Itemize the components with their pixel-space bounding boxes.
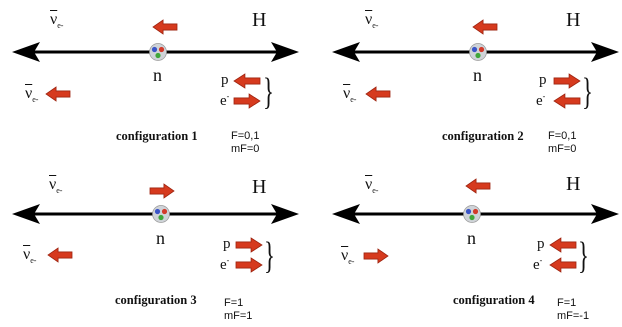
antineutrino-spin-arrow bbox=[47, 247, 73, 263]
proton-spin-arrow bbox=[553, 73, 581, 89]
configuration-panel-2: νe- H n νe- p e- } configuration 2 F=0,1… bbox=[320, 0, 622, 163]
antineutrino-label-top: νe- bbox=[365, 176, 379, 195]
spin-arrow-right bbox=[363, 248, 389, 264]
proton-spin-arrow bbox=[233, 73, 261, 89]
f-value: F=0,1 bbox=[548, 130, 577, 142]
spin-arrow-left bbox=[45, 86, 71, 102]
configuration-title: configuration 2 bbox=[442, 129, 524, 143]
hydrogen-label: H bbox=[566, 9, 581, 31]
electron-spin-arrow bbox=[553, 93, 581, 109]
antineutrino-spin-arrow bbox=[45, 86, 71, 102]
antineutrino-label-top: νe- bbox=[365, 11, 379, 30]
neutron-label: n bbox=[153, 65, 162, 85]
spin-arrow-left bbox=[553, 93, 581, 109]
proton-label: p bbox=[221, 72, 229, 88]
hydrogen-label: H bbox=[252, 176, 267, 198]
neutron-spin-arrow bbox=[472, 19, 498, 35]
brace: } bbox=[582, 71, 593, 113]
antineutrino-spin-arrow bbox=[363, 248, 389, 264]
f-value: F=1 bbox=[557, 297, 577, 309]
electron-spin-arrow bbox=[233, 93, 261, 109]
spin-arrow-left bbox=[365, 86, 391, 102]
panel-graphics bbox=[12, 183, 299, 273]
hydrogen-label: H bbox=[252, 9, 267, 31]
antineutrino-label-bottom: νe- bbox=[23, 246, 37, 265]
neutron-label: n bbox=[467, 228, 476, 248]
proton-spin-arrow bbox=[235, 237, 263, 253]
proton-label: p bbox=[223, 236, 231, 252]
neutron-icon bbox=[463, 205, 481, 223]
proton-label: p bbox=[537, 236, 545, 252]
mf-value: mF=1 bbox=[224, 310, 253, 322]
spin-arrow-right bbox=[233, 93, 261, 109]
neutron-spin-arrow bbox=[152, 19, 178, 35]
brace: } bbox=[578, 235, 589, 277]
configuration-title: configuration 4 bbox=[453, 293, 535, 307]
brace: } bbox=[264, 235, 275, 277]
proton-spin-arrow bbox=[549, 237, 577, 253]
antineutrino-spin-arrow bbox=[365, 86, 391, 102]
panel-graphics bbox=[332, 178, 619, 273]
antineutrino-label-bottom: νe- bbox=[25, 85, 39, 104]
spin-arrow-left bbox=[549, 257, 577, 273]
electron-label: e- bbox=[536, 92, 546, 109]
spin-arrow-left bbox=[47, 247, 73, 263]
spin-arrow-right bbox=[553, 73, 581, 89]
electron-label: e- bbox=[220, 256, 230, 273]
hydrogen-label: H bbox=[566, 173, 581, 195]
neutron-icon bbox=[469, 43, 487, 61]
electron-label: e- bbox=[220, 92, 230, 109]
antineutrino-label-bottom: νe- bbox=[341, 247, 355, 266]
brace: } bbox=[263, 71, 274, 113]
spin-arrow-left bbox=[472, 19, 498, 35]
mf-value: mF=-1 bbox=[557, 310, 590, 322]
spin-arrow-right bbox=[235, 237, 263, 253]
f-value: F=1 bbox=[224, 297, 244, 309]
neutron-icon bbox=[152, 205, 170, 223]
spin-arrow-right bbox=[149, 183, 175, 199]
spin-arrow-left bbox=[465, 178, 491, 194]
panel-graphics bbox=[12, 19, 299, 109]
electron-spin-arrow bbox=[235, 257, 263, 273]
proton-label: p bbox=[539, 72, 547, 88]
electron-label: e- bbox=[533, 256, 543, 273]
configuration-panel-4: νe- H n νe- p e- } configuration 4 F=1 m… bbox=[320, 164, 622, 327]
configuration-panel-1: νe- H n νe- p e- } configuration 1 F=0,1… bbox=[0, 0, 311, 163]
antineutrino-label-top: νe- bbox=[50, 11, 64, 30]
mf-value: mF=0 bbox=[548, 143, 577, 155]
spin-arrow-right bbox=[235, 257, 263, 273]
neutron-icon bbox=[149, 43, 167, 61]
spin-arrow-left bbox=[549, 237, 577, 253]
antineutrino-label-top: νe- bbox=[49, 176, 63, 195]
neutron-label: n bbox=[156, 228, 165, 248]
neutron-label: n bbox=[473, 65, 482, 85]
configuration-panel-3: νe- H n νe- p e- } configuration 3 F=1 m… bbox=[0, 164, 311, 327]
neutron-spin-arrow bbox=[465, 178, 491, 194]
f-value: F=0,1 bbox=[231, 130, 260, 142]
panel-graphics bbox=[332, 19, 619, 109]
configuration-title: configuration 1 bbox=[116, 129, 198, 143]
configuration-title: configuration 3 bbox=[115, 293, 197, 307]
spin-arrow-left bbox=[233, 73, 261, 89]
mf-value: mF=0 bbox=[231, 143, 260, 155]
spin-arrow-left bbox=[152, 19, 178, 35]
antineutrino-label-bottom: νe- bbox=[343, 85, 357, 104]
electron-spin-arrow bbox=[549, 257, 577, 273]
neutron-spin-arrow bbox=[149, 183, 175, 199]
